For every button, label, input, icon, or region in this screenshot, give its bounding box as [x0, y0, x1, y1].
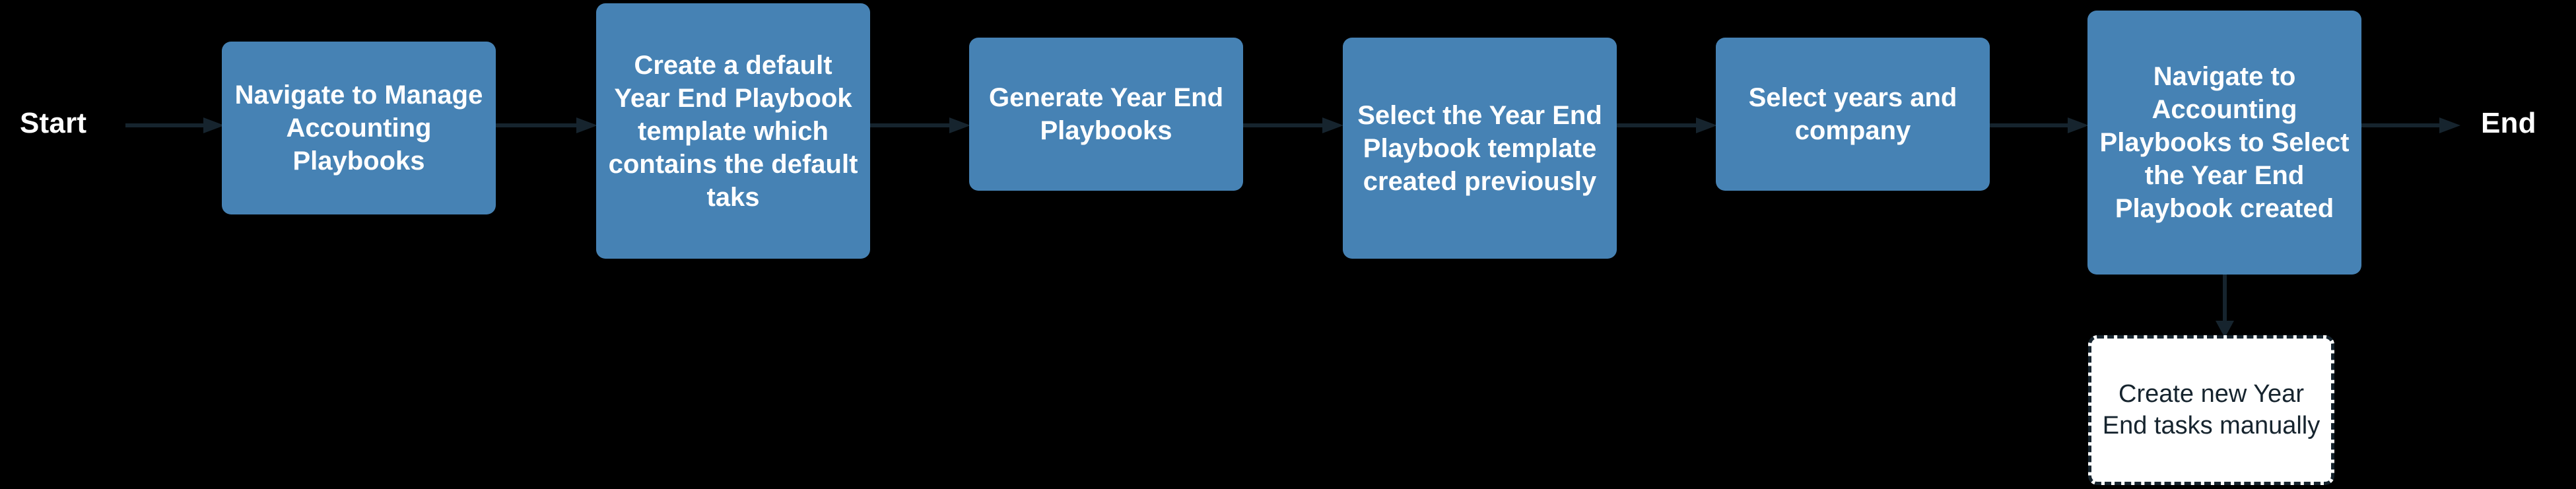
edge-n4-to-n5 [1617, 116, 1717, 135]
node-label: Navigate to Manage Accounting Playbooks [234, 81, 483, 176]
end-label: End [2481, 107, 2536, 139]
node-label: Select the Year End Playbook template cr… [1357, 100, 1602, 196]
node-create-new-year-end-tasks-manually[interactable]: Create new Year End tasks manually [2088, 335, 2334, 485]
edge-n3-to-n4 [1243, 116, 1343, 135]
node-label: Navigate to Accounting Playbooks to Sele… [2099, 62, 2350, 223]
edge-n6-to-end [2361, 116, 2460, 135]
node-label: Create new Year End tasks manually [2102, 380, 2321, 440]
node-navigate-accounting-playbooks-select-year-end-playbook[interactable]: Navigate to Accounting Playbooks to Sele… [2087, 11, 2361, 275]
node-select-years-and-company[interactable]: Select years and company [1716, 38, 1990, 191]
node-select-year-end-playbook-template-created[interactable]: Select the Year End Playbook template cr… [1343, 38, 1617, 259]
start-label: Start [20, 107, 87, 139]
edge-n6-to-n7 [2212, 275, 2237, 338]
node-navigate-manage-accounting-playbooks[interactable]: Navigate to Manage Accounting Playbooks [222, 42, 496, 214]
edge-n1-to-n2 [496, 116, 597, 135]
edge-start-to-n1 [125, 116, 224, 135]
node-generate-year-end-playbooks[interactable]: Generate Year End Playbooks [969, 38, 1243, 191]
node-create-default-year-end-playbook-template[interactable]: Create a default Year End Playbook templ… [596, 3, 870, 259]
node-label: Select years and company [1748, 83, 1957, 145]
edge-n2-to-n3 [870, 116, 970, 135]
node-label: Create a default Year End Playbook templ… [608, 50, 858, 212]
edge-n5-to-n6 [1990, 116, 2089, 135]
node-label: Generate Year End Playbooks [989, 83, 1223, 145]
